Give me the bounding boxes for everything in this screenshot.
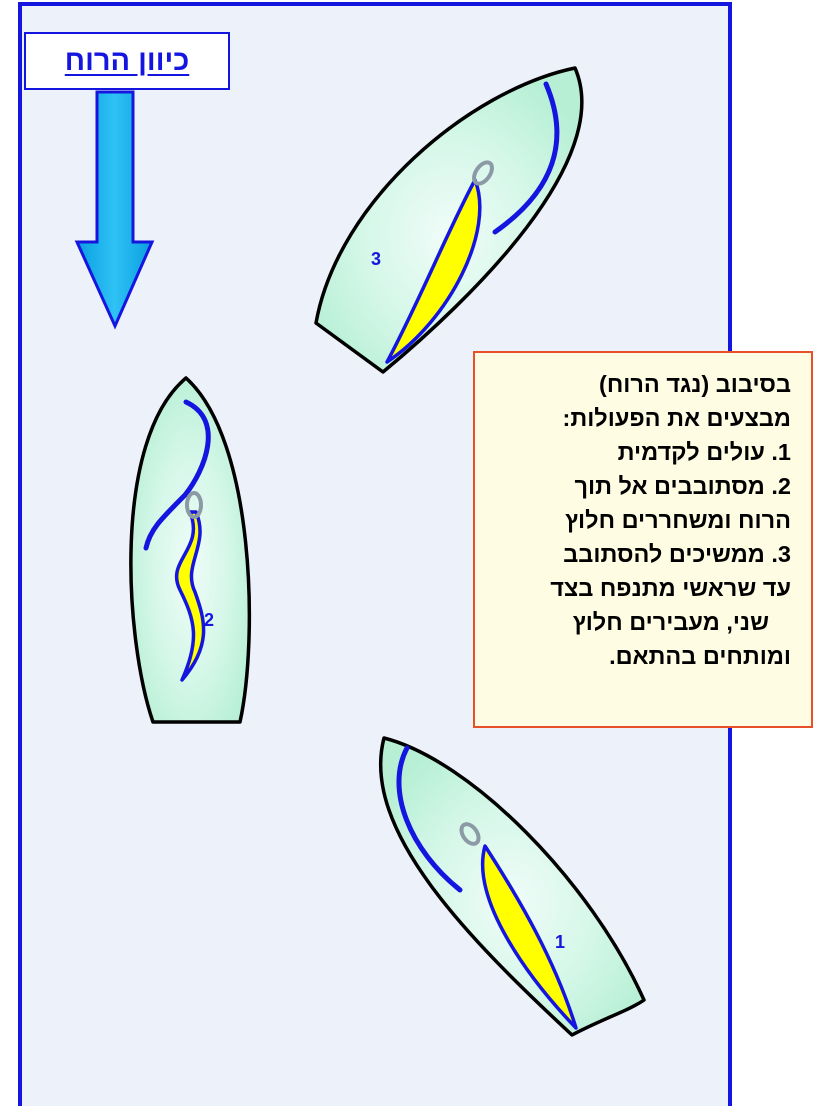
instructions-line-1: בסיבוב (נגד הרוח) <box>489 367 791 401</box>
instructions-step-3: 3. ממשיכים להסתובב <box>489 537 791 571</box>
instructions-step-2-cont: הרוח ומשחררים חלוץ <box>489 503 791 537</box>
wind-arrow-icon <box>77 92 152 326</box>
wind-direction-label: כיוון הרוח <box>65 45 189 78</box>
instructions-step-3-cont-1: עד שראשי מתנפח בצד <box>489 571 791 605</box>
boat-3-number: 3 <box>371 249 381 269</box>
wind-direction-label-box: כיוון הרוח <box>24 32 230 90</box>
instructions-step-2: 2. מסתובבים אל תוך <box>489 469 791 503</box>
boat-3: 3 <box>316 68 582 372</box>
instructions-step-3-cont-2: שני, מעבירים חלוץ <box>489 605 791 639</box>
instructions-line-2: מבצעים את הפעולות: <box>489 401 791 435</box>
boat-3-hull <box>316 68 582 372</box>
boat-2: 2 <box>131 378 249 722</box>
instructions-step-1: 1. עולים לקדמית <box>489 435 791 469</box>
instructions-step-3-cont-3: ומותחים בהתאם. <box>489 639 791 673</box>
boat-1-number: 1 <box>555 932 565 952</box>
tacking-instructions-box: בסיבוב (נגד הרוח) מבצעים את הפעולות: 1. … <box>473 351 813 728</box>
boat-1: 1 <box>381 738 644 1035</box>
boat-2-number: 2 <box>204 610 214 630</box>
